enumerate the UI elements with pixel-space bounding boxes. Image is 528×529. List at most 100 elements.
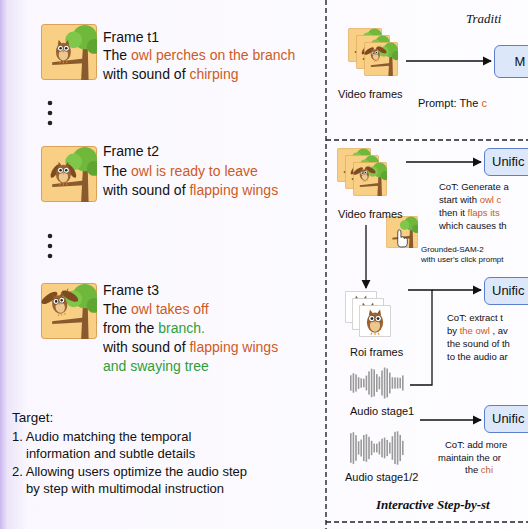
waveform-bar <box>394 377 396 388</box>
text-line: Video frames <box>338 208 403 221</box>
text-line: Roi frames <box>350 346 403 359</box>
highlight-word: owl <box>480 194 494 205</box>
highlight-word: its <box>490 207 500 218</box>
highlight-word: owl <box>476 325 490 336</box>
frame-title: Frame t2 <box>103 143 159 160</box>
waveform-bar <box>394 432 396 464</box>
waveform-bar <box>389 442 391 453</box>
waveform-bar <box>358 377 360 389</box>
text-line: from the branch. <box>103 319 278 338</box>
waveform-bar <box>381 371 383 396</box>
text-line: which causes th <box>439 219 509 232</box>
waveform-bar <box>371 441 373 455</box>
highlight-word: flaps <box>468 207 488 218</box>
text-line: Audio stage1 <box>350 405 414 418</box>
target-heading: Target: <box>12 410 53 426</box>
waveform-bar <box>350 433 352 463</box>
waveform-bar <box>376 444 378 453</box>
model-box: Unific <box>484 405 528 433</box>
text-line: with sound of chirping <box>103 65 295 84</box>
video-frames <box>348 28 401 76</box>
highlight-word: c <box>497 194 502 205</box>
highlight-word: chi <box>481 464 493 475</box>
text-line: 1. Audio matching the temporal <box>12 428 195 445</box>
waveform-bar <box>397 431 399 464</box>
highlight-word: takes <box>156 301 189 317</box>
text-line: Video frames <box>338 88 403 101</box>
waveform-bar <box>360 440 362 457</box>
frame-title: Frame t3 <box>103 282 159 299</box>
text-line: Frame t2 <box>103 143 159 160</box>
text-line: Prompt: The c <box>418 97 487 110</box>
waveform-bar <box>402 441 404 455</box>
highlight-word: flapping <box>189 182 238 198</box>
text-line: The owl takes off <box>103 300 278 319</box>
text-line: with user's click prompt <box>421 255 504 265</box>
highlight-word: is <box>156 163 166 179</box>
cot-text: CoT: extract t by the owl , av the sound… <box>447 311 510 363</box>
text-line: and swaying tree <box>103 357 278 376</box>
highlight-word: perches <box>156 47 206 63</box>
text-line: The owl is ready to leave <box>103 162 278 181</box>
waveform-bar <box>373 444 375 453</box>
waveform-bar <box>373 370 375 397</box>
owl-frame <box>41 146 101 202</box>
highlight-word: ready <box>170 163 205 179</box>
waveform-bar <box>353 373 355 393</box>
section-title: Traditi <box>466 11 501 27</box>
waveform-bar <box>350 375 352 390</box>
prompt-text: Prompt: The c <box>418 97 487 110</box>
text-line: CoT: add more <box>438 439 507 452</box>
highlight-word: off <box>193 301 208 317</box>
waveform-bar <box>353 432 355 464</box>
model-box: M <box>494 45 528 78</box>
input-label: Audio stage1/2 <box>345 471 418 484</box>
text-line: Audio stage1/2 <box>345 471 418 484</box>
input-label: Video frames <box>338 88 403 101</box>
box-label: Unific <box>492 411 525 427</box>
waveform-bar <box>368 371 370 394</box>
waveform-bar <box>371 369 373 398</box>
highlight-word: swaying <box>130 358 181 374</box>
highlight-word: branch <box>252 47 295 63</box>
waveform-bar <box>392 377 394 389</box>
text-line: maintain the or <box>438 452 507 465</box>
section-title: Interactive Step-by-st <box>376 497 490 513</box>
text-line: start with owl c <box>439 193 509 206</box>
cot-text: CoT: add more maintain the or the chi <box>438 439 507 477</box>
highlight-word: branch. <box>158 320 205 336</box>
text-line: with sound of flapping wings <box>103 181 278 200</box>
text-line: Target: <box>12 410 53 426</box>
text-line: information and subtle details <box>12 445 195 462</box>
click-prompt-icon <box>386 216 420 248</box>
frame-caption: The owl is ready to leave with sound of … <box>103 162 278 200</box>
waveform-bar <box>402 375 404 390</box>
arrow <box>366 61 491 420</box>
model-box: Unific <box>484 277 528 305</box>
owl-frame <box>40 283 102 339</box>
input-label: Video frames <box>338 208 403 221</box>
highlight-word: tree <box>185 358 209 374</box>
waveform-bar <box>379 442 381 455</box>
input-label: Audio stage1 <box>350 405 414 418</box>
dashed-divider <box>326 0 528 529</box>
waveform-bar <box>389 373 391 394</box>
frame-caption: The owl takes off from the branch. with … <box>103 300 278 376</box>
highlight-word: c <box>481 97 487 109</box>
text-line: by the owl , av <box>447 324 510 337</box>
waveform-bar <box>376 374 378 392</box>
text-line: by step with multimodal instruction <box>12 480 247 497</box>
waveform-bar <box>366 376 368 391</box>
cot-text: CoT: Generate a start with owl c then it… <box>439 180 509 232</box>
highlight-word: on <box>210 47 226 63</box>
tool-note: Grounded-SAM-2 with user's click prompt <box>421 245 504 265</box>
target-item: 1. Audio matching the temporal informati… <box>12 428 195 462</box>
waveform-bar <box>397 378 399 389</box>
waveform-bar <box>381 439 383 458</box>
waveform-bar <box>386 369 388 398</box>
text-line: Traditi <box>466 11 501 27</box>
highlight-word: and <box>103 358 126 374</box>
text-line: Interactive Step-by-st <box>376 497 490 513</box>
text-line: the sound of th <box>447 337 510 350</box>
waveform-bar <box>399 435 401 461</box>
